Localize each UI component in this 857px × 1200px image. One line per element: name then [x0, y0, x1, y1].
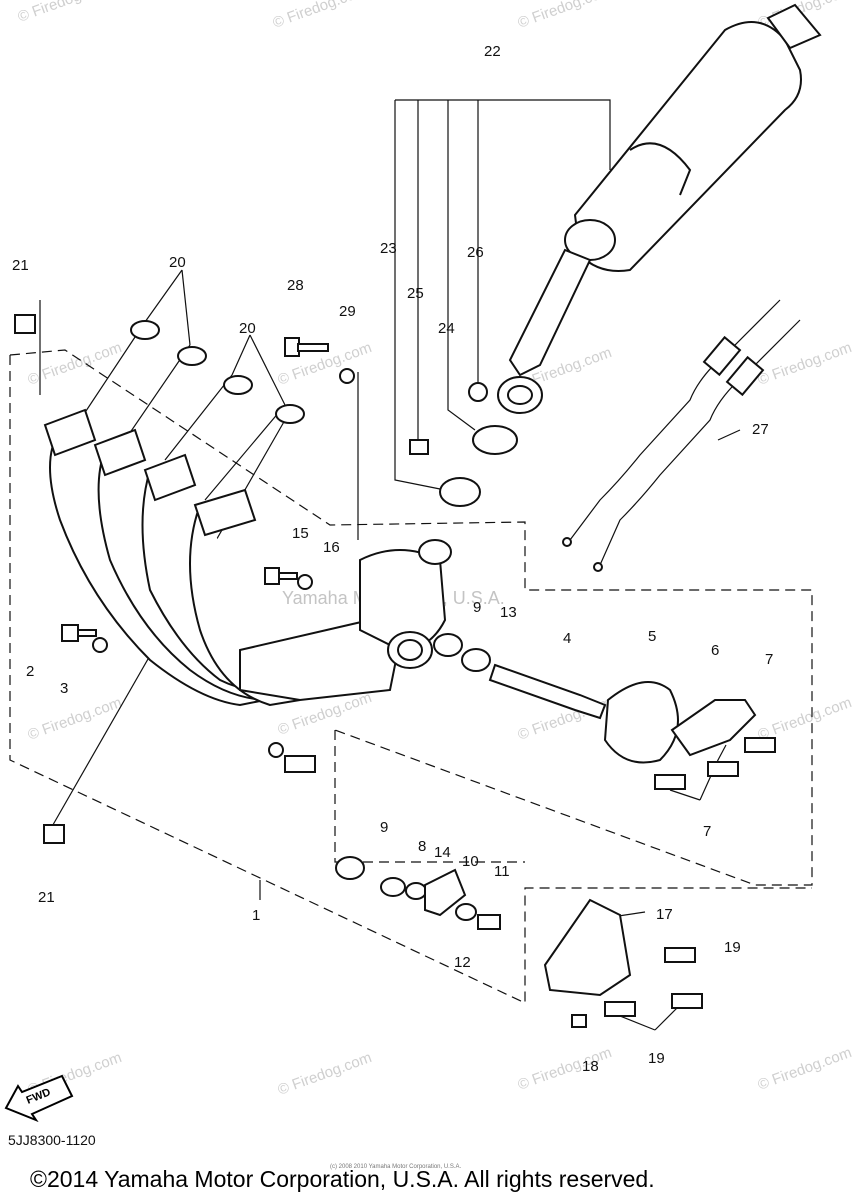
callout-7a: 7 [765, 651, 773, 668]
callout-labels: 1 2 3 4 5 6 7 7 8 9 9 10 11 12 13 14 15 … [12, 43, 773, 1075]
fasteners [14, 314, 776, 1028]
callout-11: 11 [494, 863, 510, 880]
reference-code: 5JJ8300-1120 [8, 1132, 96, 1148]
callout-18: 18 [582, 1058, 599, 1075]
muffler-hardware [409, 382, 518, 507]
callout-20a: 20 [169, 254, 186, 271]
watermark: © Firedog.com [756, 694, 854, 744]
gaskets [130, 320, 305, 424]
callout-6: 6 [711, 642, 719, 659]
callout-12: 12 [454, 954, 471, 971]
muffler [497, 3, 822, 414]
callout-24: 24 [438, 320, 455, 337]
forward-arrow-icon: FWD [4, 1074, 74, 1123]
assembly-boundaries [9, 349, 813, 1004]
callout-23: 23 [380, 240, 397, 257]
callout-4: 4 [563, 630, 571, 647]
callout-25: 25 [407, 285, 424, 302]
callout-19b: 19 [648, 1050, 665, 1067]
callout-29: 29 [339, 303, 356, 320]
callout-10: 10 [462, 853, 479, 870]
exhaust-header [43, 408, 452, 707]
watermark: © Firedog.com [516, 1044, 614, 1094]
callout-15: 15 [292, 525, 309, 542]
callout-26: 26 [467, 244, 484, 261]
callout-21a: 21 [12, 257, 29, 274]
callout-19a: 19 [724, 939, 741, 956]
callout-17: 17 [656, 906, 673, 923]
callout-21b: 21 [38, 889, 55, 906]
callout-2: 2 [26, 663, 34, 680]
callout-8: 8 [418, 838, 426, 855]
callout-27: 27 [752, 421, 769, 438]
callout-16: 16 [323, 539, 340, 556]
watermark: © Firedog.com [271, 0, 369, 32]
watermark: © Firedog.com [26, 694, 124, 744]
callout-13: 13 [500, 604, 517, 621]
callout-1: 1 [252, 907, 260, 924]
watermark: © Firedog.com [16, 0, 114, 26]
callout-7b: 7 [703, 823, 711, 840]
watermark: © Firedog.com [756, 339, 854, 389]
callout-3: 3 [60, 680, 68, 697]
callout-14: 14 [434, 844, 451, 861]
callout-5: 5 [648, 628, 656, 645]
exvup-valve-parts [335, 633, 757, 997]
leader-lines [39, 99, 741, 1031]
callout-9a: 9 [473, 599, 481, 616]
watermark: © Firedog.com [756, 1044, 854, 1094]
watermark: © Firedog.com [516, 0, 614, 32]
watermark: © Firedog.com [276, 1049, 374, 1099]
tiny-copyright: (c) 2008 2010 Yamaha Motor Corporation, … [330, 1164, 462, 1170]
callout-22: 22 [484, 43, 501, 60]
copyright-notice: ©2014 Yamaha Motor Corporation, U.S.A. A… [30, 1166, 655, 1192]
callout-28: 28 [287, 277, 304, 294]
throttle-cables [562, 299, 801, 572]
callout-9b: 9 [380, 819, 388, 836]
callout-20b: 20 [239, 320, 256, 337]
